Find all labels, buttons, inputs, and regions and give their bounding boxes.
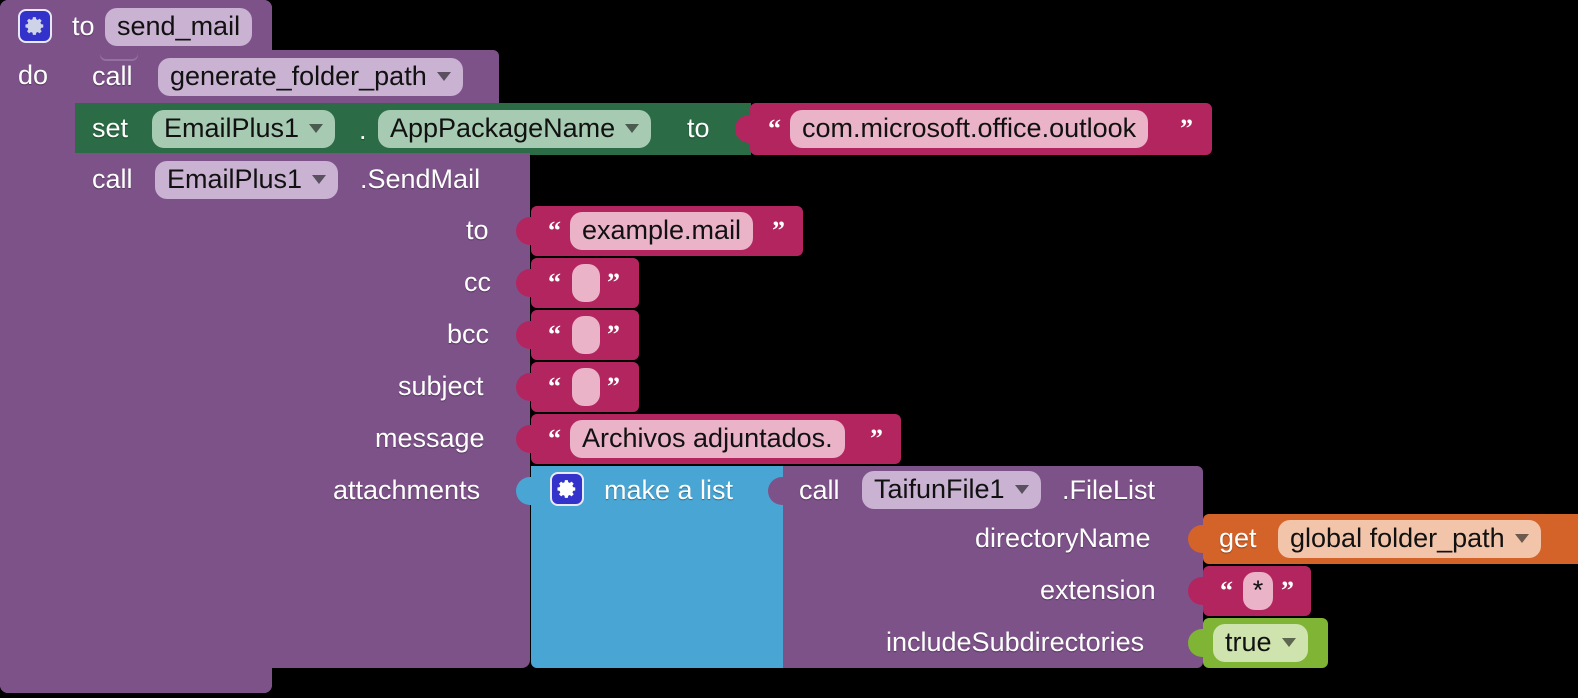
set-dot-separator: . (359, 115, 367, 145)
socket-plug-extension (1188, 574, 1205, 608)
text-field-app-package[interactable]: com.microsoft.office.outlook (790, 110, 1149, 148)
param-label-includesubdirectories: includeSubdirectories (886, 627, 1145, 657)
socket-plug-filelist (768, 474, 785, 508)
close-quote-glyph: ” (1180, 114, 1193, 143)
gear-icon[interactable] (18, 9, 52, 43)
param-label-extension: extension (1040, 575, 1156, 605)
chevron-down-icon[interactable] (1514, 533, 1529, 543)
socket-plug-bcc (516, 318, 533, 352)
call-sendmail-block[interactable] (75, 153, 530, 668)
gear-icon[interactable] (550, 472, 584, 506)
call-sendmail-component-dropdown[interactable]: EmailPlus1 (155, 161, 339, 199)
close-quote-glyph-cc: ” (607, 268, 620, 297)
socket-plug-includesubdirectories (1188, 626, 1205, 660)
call-procedure-call-label: call (92, 61, 133, 91)
open-quote-glyph-cc: “ (548, 268, 561, 297)
call-filelist-call-label: call (799, 475, 840, 505)
call-procedure-top-notch (100, 50, 138, 59)
text-block-app-package-plug (735, 112, 752, 146)
socket-plug-attachments (516, 474, 533, 508)
set-label: set (92, 113, 129, 143)
param-label-cc: cc (464, 267, 491, 297)
call-filelist-component-text: TaifunFile1 (874, 473, 1005, 504)
make-a-list-label: make a list (604, 475, 734, 505)
chevron-down-icon[interactable] (436, 71, 451, 81)
close-quote-glyph-subject: ” (607, 372, 620, 401)
param-label-attachments: attachments (333, 475, 481, 505)
socket-plug-subject (516, 370, 533, 404)
chevron-down-icon[interactable] (312, 174, 327, 184)
set-to-label: to (687, 113, 710, 143)
close-quote-glyph-bcc: ” (607, 320, 620, 349)
call-procedure-name-dropdown[interactable]: generate_folder_path (158, 58, 463, 96)
set-component-text: EmailPlus1 (164, 112, 300, 143)
close-quote-glyph-to: ” (772, 216, 785, 245)
socket-plug-cc (516, 266, 533, 300)
text-field-message[interactable]: Archivos adjuntados. (570, 420, 845, 458)
call-sendmail-call-label: call (92, 164, 133, 194)
open-quote-glyph: “ (768, 114, 781, 143)
get-label: get (1219, 523, 1257, 553)
call-filelist-method-label: .FileList (1062, 475, 1156, 505)
procedure-to-label: to (72, 11, 95, 41)
text-field-extension[interactable]: * (1243, 572, 1273, 610)
procedure-foot-bar (0, 668, 272, 693)
call-sendmail-method-label: .SendMail (360, 164, 481, 194)
chevron-down-icon[interactable] (625, 123, 640, 133)
text-field-subject[interactable] (572, 368, 600, 406)
chevron-down-icon[interactable] (1281, 637, 1296, 647)
procedure-do-label: do (18, 60, 49, 90)
param-label-bcc: bcc (447, 319, 490, 349)
procedure-name-field[interactable]: send_mail (105, 8, 253, 46)
chevron-down-icon[interactable] (309, 123, 324, 133)
text-field-to[interactable]: example.mail (570, 212, 754, 250)
close-quote-glyph-extension: ” (1281, 576, 1294, 605)
text-field-bcc[interactable] (572, 316, 600, 354)
socket-plug-directoryname (1188, 522, 1205, 556)
param-label-message: message (375, 423, 485, 453)
get-variable-text: global folder_path (1290, 522, 1505, 553)
set-property-text: AppPackageName (390, 112, 616, 143)
param-label-subject: subject (398, 371, 484, 401)
param-label-to: to (466, 215, 489, 245)
logic-true-dropdown[interactable]: true (1213, 624, 1308, 662)
open-quote-glyph-message: “ (548, 424, 561, 453)
close-quote-glyph-message: ” (870, 424, 883, 453)
open-quote-glyph-extension: “ (1220, 576, 1233, 605)
call-procedure-name-text: generate_folder_path (170, 60, 427, 91)
open-quote-glyph-subject: “ (548, 372, 561, 401)
open-quote-glyph-bcc: “ (548, 320, 561, 349)
get-variable-dropdown[interactable]: global folder_path (1278, 520, 1541, 558)
socket-plug-message (516, 422, 533, 456)
param-label-directoryname: directoryName (975, 523, 1151, 553)
call-filelist-component-dropdown[interactable]: TaifunFile1 (862, 471, 1041, 509)
set-property-dropdown[interactable]: AppPackageName (378, 110, 652, 148)
call-sendmail-top-notch (100, 153, 138, 162)
set-component-dropdown[interactable]: EmailPlus1 (152, 110, 336, 148)
open-quote-glyph-to: “ (548, 216, 561, 245)
chevron-down-icon[interactable] (1014, 484, 1029, 494)
text-field-cc[interactable] (572, 264, 600, 302)
call-sendmail-component-text: EmailPlus1 (167, 163, 303, 194)
socket-plug-to (516, 214, 533, 248)
logic-true-text: true (1225, 626, 1272, 657)
